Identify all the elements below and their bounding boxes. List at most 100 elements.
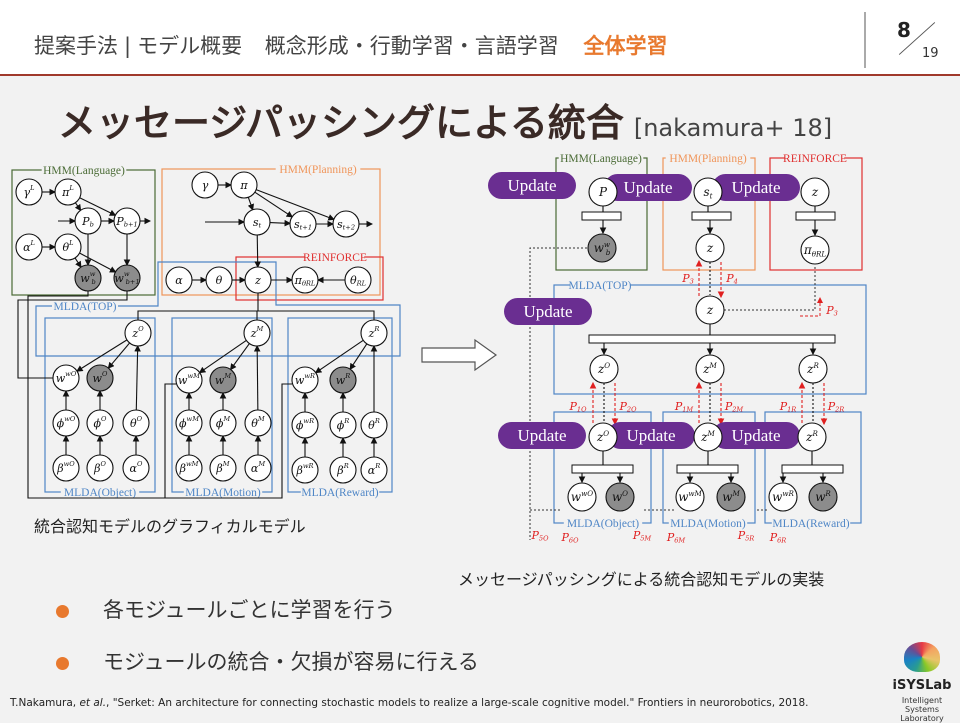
update-label: Update [523, 302, 572, 321]
message-label-P4: P4 [725, 272, 738, 286]
node-label-wwO: wwO [56, 370, 77, 384]
node-label-aR: αR [368, 462, 380, 476]
node-label-st2: st+2 [337, 218, 355, 232]
rew-label: MLDA(Reward) [301, 487, 378, 499]
node-label-bwM: βwM [179, 460, 199, 474]
node-g [191, 171, 219, 199]
edge [349, 343, 368, 371]
node-label-thRL: θRL [350, 274, 367, 288]
node-zP [695, 233, 725, 263]
node-pL [588, 177, 618, 207]
node-label-gL: γL [23, 184, 35, 198]
rl-label: REINFORCE [783, 153, 847, 165]
node-phwO [52, 409, 80, 437]
node-wwR [768, 482, 798, 512]
node-label-zR2: zR [805, 428, 818, 444]
node-zR [360, 319, 388, 347]
plan-label: HMM(Planning) [669, 153, 746, 165]
node-st2 [332, 210, 360, 238]
update-badge [504, 298, 592, 325]
brain-gears-icon [904, 642, 940, 672]
slide-title: メッセージパッシングによる統合[nakamura+ 18] [58, 92, 832, 147]
node-thR [360, 411, 388, 439]
crumb-separator: | [124, 34, 132, 58]
node-label-phO: ϕO [94, 415, 108, 429]
graphical-model-diagram: HMM(Language)HMM(Planning)REINFORCEMLDA(… [11, 163, 401, 499]
edge [255, 189, 335, 221]
rl-label-bg [305, 251, 365, 263]
node-label-zO2: zO [596, 428, 609, 444]
edge [254, 234, 261, 269]
node-phR [329, 411, 357, 439]
left-caption: 統合認知モデルのグラフィカルモデル [34, 517, 306, 536]
node-thL [54, 233, 82, 261]
factor-bar [571, 464, 634, 474]
node-bwR [291, 456, 319, 484]
node-wb [587, 233, 617, 263]
node-label-Pb: Pb [81, 215, 94, 229]
node-label-pi: π [239, 179, 248, 192]
node-label-bR: βR [336, 462, 348, 476]
node-st1 [289, 210, 317, 238]
node-label-phwM: ϕwM [179, 415, 199, 429]
node-label-thM: θM [251, 415, 265, 429]
page-number: 8 [897, 18, 911, 42]
bullet-text: 各モジュールごとに学習を行う [103, 598, 396, 622]
node-aL [15, 233, 43, 261]
node-wM [209, 366, 237, 394]
message-label-P1R: P1R [779, 400, 797, 414]
node-label-g: γ [202, 179, 209, 192]
node-wM [716, 482, 746, 512]
node-pi [230, 171, 258, 199]
node-label-aL: αL [23, 239, 35, 253]
ref-etal: et al. [79, 697, 107, 709]
node-label-thO: θO [130, 415, 143, 429]
mot-label: MLDA(Motion) [185, 487, 261, 499]
node-bM [209, 454, 237, 482]
lab-logo: iSYSLab Intelligent Systems Laboratory [884, 640, 960, 723]
top-box [553, 284, 867, 395]
update-label: Update [623, 178, 672, 197]
node-label-th: θ [216, 274, 223, 287]
message-label-P2M: P2M [724, 400, 744, 414]
node-wwO [52, 364, 80, 392]
node-label-thL: θL [62, 239, 74, 253]
node-label-Pb1: Pb+1 [115, 215, 137, 229]
node-Pb [74, 207, 102, 235]
node-label-phM: ϕM [216, 415, 231, 429]
edge [247, 197, 254, 211]
message-label-P2O: P2O [618, 400, 637, 414]
node-wb1 [113, 264, 141, 292]
update-label: Update [517, 426, 566, 445]
message-label-P2R: P2R [827, 400, 845, 414]
factor-bar [781, 464, 844, 474]
node-phwR [291, 411, 319, 439]
update-badge [488, 172, 576, 199]
node-zM [695, 354, 725, 384]
node-label-st1: st+1 [294, 218, 312, 232]
update-badge [607, 422, 695, 449]
factor-bar [581, 211, 622, 221]
edge [314, 339, 364, 374]
node-st [243, 208, 271, 236]
plan-box [161, 168, 381, 296]
logo-name: iSYSLab [892, 678, 952, 693]
factor-bar [676, 464, 739, 474]
edge [107, 342, 131, 369]
node-zT [695, 295, 725, 325]
factor-bar [795, 211, 836, 221]
obj-label: MLDA(Object) [567, 518, 639, 530]
node-aR [360, 456, 388, 484]
node-label-zRL: z [811, 185, 819, 199]
node-label-wO: wO [93, 370, 108, 384]
node-label-phwR: ϕwR [296, 417, 314, 431]
node-label-zR: zR [806, 360, 819, 376]
logo-subtitle: Intelligent Systems Laboratory [900, 696, 944, 723]
message-passing-diagram: HMM(Language)HMM(Planning)REINFORCEMLDA(… [488, 152, 867, 544]
edge [229, 343, 250, 371]
node-a [165, 266, 193, 294]
obj-label-bg [60, 486, 140, 498]
node-label-bwR: βwR [295, 462, 313, 476]
node-label-wM: wM [722, 488, 740, 504]
